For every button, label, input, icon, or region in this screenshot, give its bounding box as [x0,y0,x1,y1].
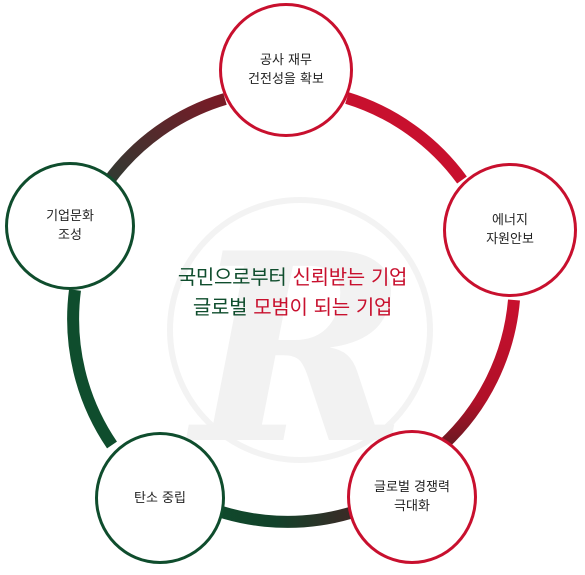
node-bottom-right-line-1: 글로벌 경쟁력 [374,480,450,495]
ring-arc-right [438,299,520,450]
node-bottom-right-line-2: 극대화 [394,499,430,514]
ring-arc-top-right [345,92,467,184]
node-top: 공사 재무 건전성을 확보 [219,3,353,137]
slogan-line-1: 국민으로부터 신뢰받는 기업 [120,262,465,292]
node-left-line-2: 조성 [58,228,82,243]
ring-arc-top-left [103,93,227,186]
ring-arc-left [67,289,117,449]
slogan-line-1-red: 신뢰받는 기업 [292,265,408,289]
slogan-line-2-dark: 글로벌 [192,295,248,319]
node-top-line-2: 건전성을 확보 [248,72,324,87]
node-bottom-right: 글로벌 경쟁력 극대화 [347,430,477,564]
slogan-line-2-red: 모범이 되는 기업 [253,295,393,319]
node-top-line-1: 공사 재무 [260,53,312,68]
node-bottom-left-line-1: 탄소 중립 [134,490,186,506]
node-left: 기업문화 조성 [5,162,135,290]
node-right-line-2: 자원안보 [486,232,534,247]
slogan-line-2: 글로벌 모범이 되는 기업 [120,292,465,322]
node-bottom-left: 탄소 중립 [95,432,225,564]
center-slogan: 국민으로부터 신뢰받는 기업 글로벌 모범이 되는 기업 [120,262,465,322]
node-right-line-1: 에너지 [492,213,528,228]
node-left-line-1: 기업문화 [46,209,94,224]
slogan-line-1-dark: 국민으로부터 [177,265,287,289]
node-right: 에너지 자원안보 [443,163,577,297]
